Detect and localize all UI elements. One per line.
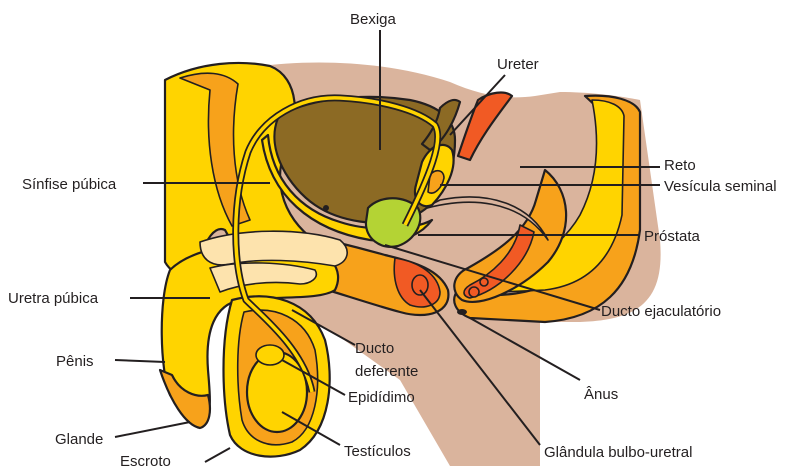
label-prostate: Próstata: [644, 228, 701, 245]
label-pubic-urethra: Uretra púbica: [8, 290, 99, 307]
label-rectum: Reto: [664, 157, 696, 174]
label-epididymis: Epidídimo: [348, 389, 415, 406]
label-bladder: Bexiga: [350, 11, 397, 28]
label-pubic-symphysis: Sínfise púbica: [22, 176, 117, 193]
label-seminal-vesicle: Vesícula seminal: [664, 178, 777, 195]
label-glans: Glande: [55, 431, 103, 448]
leader-penis: [115, 360, 165, 362]
small-dot: [323, 205, 329, 211]
label-vas-deferens-1: Ducto: [355, 340, 394, 357]
anus-shape: [457, 309, 467, 315]
label-scrotum: Escroto: [120, 453, 171, 466]
label-ejaculatory-duct: Ducto ejaculatório: [601, 303, 721, 320]
label-bulbourethral-gland: Glândula bulbo-uretral: [544, 444, 692, 461]
epididymis-shape: [256, 345, 284, 365]
label-vas-deferens-2: deferente: [355, 363, 418, 380]
rectum-dot-2: [480, 278, 488, 286]
leader-glans: [115, 422, 190, 437]
leader-scrotum: [205, 448, 230, 462]
label-testicles: Testículos: [344, 443, 411, 460]
label-ureter: Ureter: [497, 56, 539, 73]
label-penis: Pênis: [56, 353, 94, 370]
bulbourethral-gland-shape: [412, 275, 428, 295]
penis-cream: [200, 231, 347, 266]
rectum-dot-1: [469, 287, 479, 297]
label-anus: Ânus: [584, 386, 618, 403]
